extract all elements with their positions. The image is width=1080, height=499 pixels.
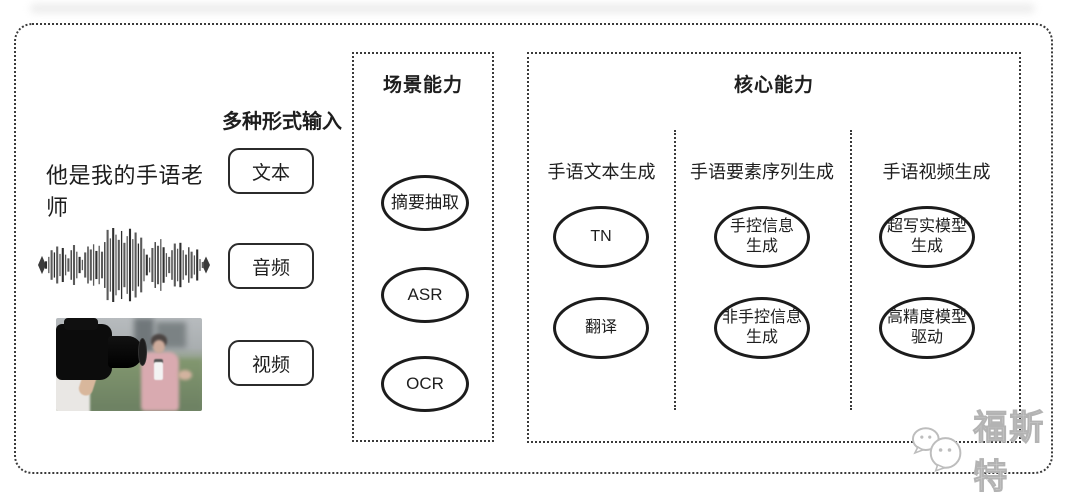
input-type-box-audio: 音频 — [228, 243, 314, 289]
node-translation: 翻译 — [553, 297, 649, 359]
outer-dotted-frame — [14, 23, 1053, 474]
top-smudge-decoration — [30, 4, 1035, 13]
node-hyperreal-model-generation: 超写实模型 生成 — [879, 206, 975, 268]
core-capability-box: 核心能力 手语文本生成 手语要素序列生成 手语视频生成 TN 翻译 手控信息 生… — [527, 52, 1021, 443]
photo-microphone-cap — [154, 359, 163, 364]
input-type-box-video: 视频 — [228, 340, 314, 386]
chat-bubbles-icon — [911, 427, 962, 472]
photo-camera-lens — [108, 336, 142, 368]
column-title-sign-element-sequence-generation: 手语要素序列生成 — [690, 162, 834, 182]
scene-capability-title: 场景能力 — [382, 75, 463, 96]
node-manual-info-generation: 手控信息 生成 — [714, 206, 810, 268]
node-tn: TN — [553, 206, 649, 268]
node-asr: ASR — [381, 267, 469, 323]
node-ocr: OCR — [381, 356, 469, 412]
photo-camera-lens-ring — [138, 338, 147, 366]
column-title-sign-video-generation: 手语视频生成 — [882, 162, 991, 182]
sample-sentence-text: 他是我的手语老师 — [46, 163, 204, 220]
reporter-photo — [56, 318, 202, 411]
node-non-manual-info-generation: 非手控信息 生成 — [714, 297, 810, 359]
photo-reporter-face — [153, 340, 165, 353]
audio-waveform-icon — [38, 228, 210, 302]
input-section-title: 多种形式输入 — [222, 111, 342, 133]
photo-camera-top — [64, 318, 98, 330]
photo-camera-body — [56, 324, 112, 380]
watermark-text: 福斯特 — [973, 409, 1046, 497]
core-capability-title: 核心能力 — [733, 75, 814, 96]
photo-microphone — [154, 362, 163, 380]
input-type-box-text: 文本 — [228, 148, 314, 194]
input-type-label: 视频 — [251, 354, 290, 376]
column-divider — [674, 130, 676, 410]
input-type-label: 音频 — [251, 257, 290, 279]
scene-capability-box: 场景能力 预处理 摘要抽取 ASR OCR — [352, 52, 494, 442]
input-type-label: 文本 — [251, 162, 290, 184]
node-summary-extraction: 摘要抽取 — [381, 175, 469, 231]
photo-reporter-hand — [178, 370, 192, 380]
column-divider — [850, 130, 852, 410]
column-title-sign-text-generation: 手语文本生成 — [547, 162, 656, 182]
watermark: 福斯特 — [908, 409, 1080, 497]
node-high-precision-model-driving: 高精度模型 驱动 — [879, 297, 975, 359]
